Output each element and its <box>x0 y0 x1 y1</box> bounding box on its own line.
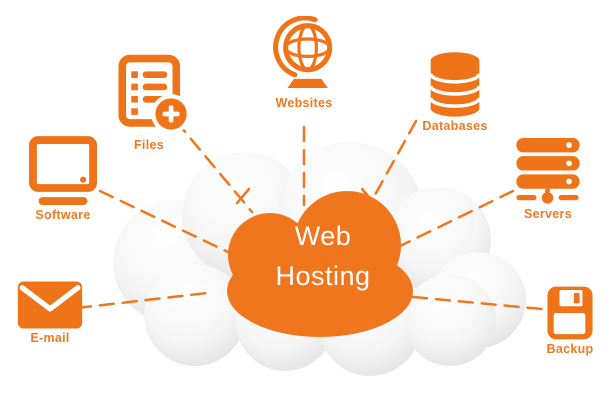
node-label-software: Software <box>35 208 91 222</box>
node-label-databases: Databases <box>422 119 488 133</box>
envelope-icon <box>17 281 83 329</box>
web-hosting-title-line2: Hosting <box>275 261 371 291</box>
node-email: E-mail <box>15 281 85 345</box>
node-software: Software <box>24 136 102 222</box>
node-label-servers: Servers <box>524 207 572 221</box>
web-hosting-title: Web Hosting <box>225 216 421 296</box>
node-label-websites: Websites <box>275 96 333 110</box>
globe-icon <box>273 16 333 88</box>
sunburst-dash-left <box>235 187 251 205</box>
connector-software <box>98 189 230 254</box>
floppy-disk-icon <box>547 286 593 340</box>
web-hosting-title-line1: Web <box>294 221 352 251</box>
document-add-icon <box>118 54 190 134</box>
connector-email <box>75 291 209 310</box>
web-hosting-cloud: Web Hosting <box>225 190 421 338</box>
node-websites: Websites <box>270 16 338 110</box>
server-rack-icon <box>516 138 580 204</box>
node-databases: Databases <box>422 51 488 133</box>
orange-cloud-shape <box>227 191 413 337</box>
node-files: Files <box>116 54 190 152</box>
connector-files <box>174 119 254 214</box>
node-label-email: E-mail <box>30 331 70 345</box>
node-label-backup: Backup <box>546 342 594 356</box>
monitor-icon <box>29 136 97 205</box>
node-backup: Backup <box>546 286 594 356</box>
node-servers: Servers <box>515 138 581 221</box>
node-label-files: Files <box>134 138 164 152</box>
database-stack-icon <box>428 52 482 117</box>
